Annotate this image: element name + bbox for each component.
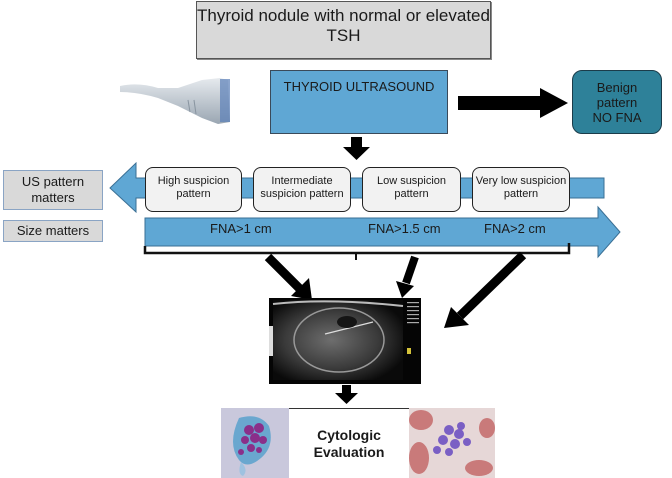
- ultrasound-probe-image: [120, 78, 230, 124]
- pattern-very-low-suspicion: Very low suspicion pattern: [472, 167, 570, 212]
- pattern-high-suspicion: High suspicion pattern: [145, 167, 242, 212]
- benign-line-3: NO FNA: [592, 109, 642, 125]
- benign-pattern-box: Benign pattern NO FNA: [572, 70, 662, 134]
- pattern-intermediate-suspicion: Intermediate suspicion pattern: [253, 167, 351, 212]
- fna-threshold-1-5cm: FNA>1.5 cm: [368, 221, 441, 236]
- title-box: Thyroid nodule with normal or elevated T…: [196, 1, 491, 59]
- cytology-smear-left-image: [221, 408, 289, 478]
- us-pattern-line-2: matters: [31, 190, 75, 205]
- us-pattern-matters-label: US pattern matters: [3, 170, 103, 210]
- arrow-down-to-cytology: [335, 385, 358, 404]
- thyroid-ultrasound-box: THYROID ULTRASOUND: [270, 70, 448, 134]
- arrow-left-diagonal: [264, 253, 312, 300]
- cytology-line-1: Cytologic: [317, 426, 381, 443]
- arrow-to-benign: [458, 88, 568, 118]
- benign-line-2: pattern: [596, 94, 638, 110]
- cytologic-evaluation-box: Cytologic Evaluation: [289, 408, 409, 478]
- fna-threshold-2cm: FNA>2 cm: [484, 221, 546, 236]
- cytology-line-2: Evaluation: [313, 443, 385, 460]
- arrow-middle-diagonal: [396, 255, 419, 298]
- size-arrow: [144, 205, 621, 259]
- pattern-low-suspicion: Low suspicion pattern: [362, 167, 461, 212]
- cytology-smear-right-image: [409, 408, 495, 478]
- size-matters-label: Size matters: [3, 220, 103, 242]
- fna-threshold-1cm: FNA>1 cm: [210, 221, 272, 236]
- arrow-right-diagonal: [444, 251, 527, 328]
- arrow-down-from-ultrasound: [343, 137, 370, 160]
- thyroid-ultrasound-image: [269, 298, 421, 384]
- benign-line-1: Benign: [596, 79, 638, 95]
- us-pattern-line-1: US pattern: [21, 174, 85, 189]
